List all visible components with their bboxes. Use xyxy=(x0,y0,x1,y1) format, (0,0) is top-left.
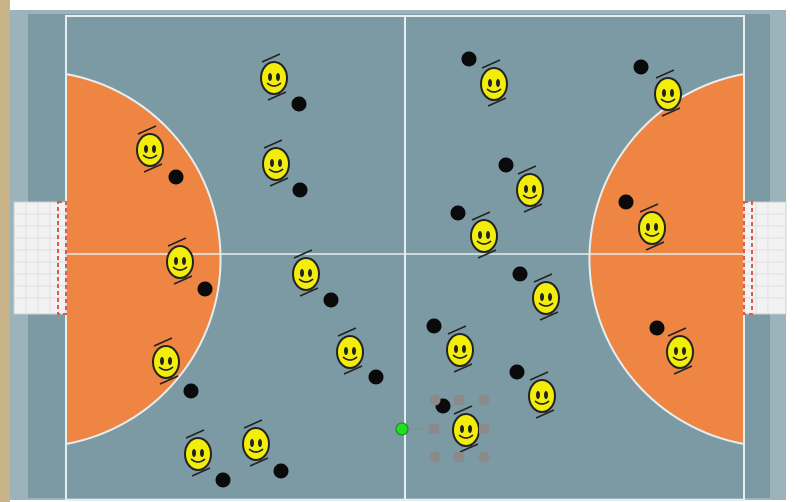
ball-icon[interactable] xyxy=(293,183,308,198)
resize-handle-bottom-right[interactable] xyxy=(479,452,490,463)
ball-icon[interactable] xyxy=(462,52,477,67)
left-margin xyxy=(0,0,10,502)
rotate-handle[interactable] xyxy=(396,423,408,435)
ball-icon[interactable] xyxy=(634,60,649,75)
resize-handle-bottom[interactable] xyxy=(454,452,464,462)
ball-icon[interactable] xyxy=(274,464,289,479)
ball-icon[interactable] xyxy=(510,365,525,380)
ball-icon[interactable] xyxy=(169,170,184,185)
ball-icon[interactable] xyxy=(427,319,442,334)
ball-icon[interactable] xyxy=(216,473,231,488)
left-goal xyxy=(14,202,66,314)
resize-handle-right[interactable] xyxy=(479,424,489,434)
ball-icon[interactable] xyxy=(513,267,528,282)
ball-icon[interactable] xyxy=(619,195,634,210)
right-goal xyxy=(744,202,786,314)
ball-icon[interactable] xyxy=(184,384,199,399)
ball-icon[interactable] xyxy=(650,321,665,336)
ball-icon[interactable] xyxy=(198,282,213,297)
ball-icon[interactable] xyxy=(324,293,339,308)
resize-handle-bottom-left[interactable] xyxy=(430,452,441,463)
resize-handle-top[interactable] xyxy=(454,395,464,405)
ball-icon[interactable] xyxy=(499,158,514,173)
ball-icon[interactable] xyxy=(292,97,307,112)
ball-icon[interactable] xyxy=(451,206,466,221)
resize-handle-left[interactable] xyxy=(429,424,439,434)
ball-icon[interactable] xyxy=(369,370,384,385)
resize-handle-top-right[interactable] xyxy=(479,395,490,406)
resize-handle-top-left[interactable] xyxy=(430,395,441,406)
